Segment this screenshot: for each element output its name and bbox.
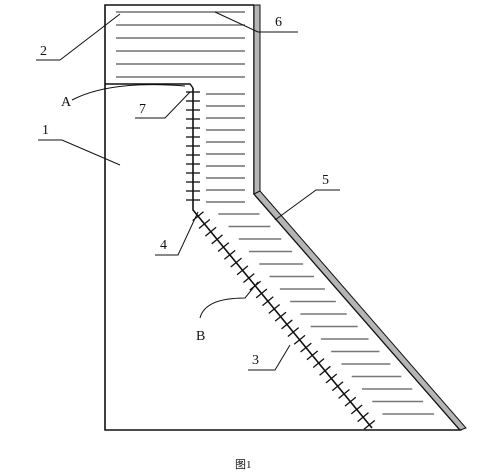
seam-line <box>192 88 373 429</box>
stitch <box>350 404 363 415</box>
stitch <box>306 350 319 361</box>
leader-6 <box>214 11 298 33</box>
stitch <box>217 242 230 253</box>
label-B: B <box>196 329 205 344</box>
outer-strip <box>253 4 467 431</box>
middle-fill-lines <box>206 93 245 203</box>
stitch <box>319 365 331 376</box>
stitch <box>198 218 211 229</box>
seam-stitches <box>186 91 376 430</box>
stitch <box>236 265 249 276</box>
strip-vertical <box>253 4 261 195</box>
label-A: A <box>61 95 72 110</box>
leader-1 <box>38 139 121 166</box>
leader-B <box>199 281 259 319</box>
stitch <box>223 249 236 260</box>
leader-A <box>71 84 186 101</box>
stitch <box>204 226 217 237</box>
stitch <box>287 327 300 338</box>
stitch <box>300 342 312 353</box>
leader-3 <box>248 344 291 371</box>
stitch <box>281 319 293 330</box>
stitch <box>211 234 223 245</box>
stitch <box>293 334 306 345</box>
stitch <box>243 273 255 283</box>
label-4: 4 <box>160 238 167 253</box>
inner-wall-top <box>105 83 194 89</box>
stitch <box>255 288 268 299</box>
lower-fill-lines <box>218 213 435 415</box>
stitch <box>325 373 338 384</box>
label-1: 1 <box>42 123 49 138</box>
label-6: 6 <box>275 15 282 30</box>
stitched-seam <box>192 88 373 429</box>
stitch <box>344 396 357 407</box>
stitch <box>357 412 369 423</box>
stitch <box>274 311 287 322</box>
stitch <box>331 381 344 392</box>
figure-caption: 图1 <box>235 458 252 471</box>
stitch <box>312 358 325 368</box>
leader-2 <box>36 13 121 61</box>
strip-diagonal <box>253 190 467 431</box>
leader-4 <box>155 211 199 256</box>
leader-7 <box>135 91 191 119</box>
stitch <box>262 296 274 307</box>
stitch <box>268 303 281 314</box>
label-5: 5 <box>322 173 329 188</box>
label-2: 2 <box>40 44 47 59</box>
leader-5 <box>274 189 340 221</box>
inner-wall <box>105 83 194 89</box>
label-7: 7 <box>139 102 146 117</box>
stitch <box>338 388 350 399</box>
label-3: 3 <box>252 353 259 368</box>
upper-fill-lines <box>116 11 245 78</box>
stitch <box>230 257 242 268</box>
leader-lines <box>36 11 340 371</box>
stitch <box>363 419 376 430</box>
